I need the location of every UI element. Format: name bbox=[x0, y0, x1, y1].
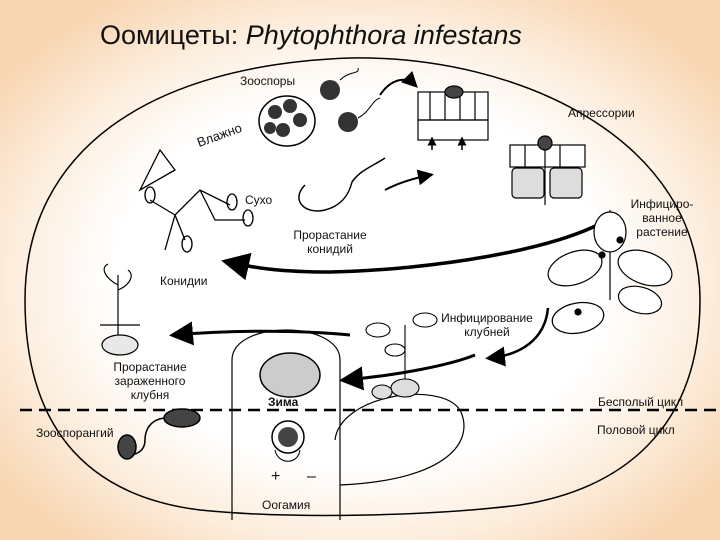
label-appressoria: Апрессории bbox=[568, 106, 635, 120]
label-oogamy: Оогамия bbox=[262, 498, 311, 512]
label-infected-tuber-germination: Прорастание зараженного клубня bbox=[113, 360, 187, 402]
germinating-conidium bbox=[298, 157, 386, 212]
arrow-leaf-to-tuber bbox=[485, 307, 550, 367]
title-species: Phytophthora infestans bbox=[245, 20, 522, 50]
winter-tuber bbox=[259, 352, 321, 398]
sexual-return-curve bbox=[334, 393, 465, 486]
sporangiophore bbox=[138, 148, 254, 253]
zoosporangium-drawing bbox=[117, 408, 201, 460]
appressorium-top bbox=[417, 85, 489, 141]
zoospore-cells bbox=[320, 67, 381, 132]
infected-seedling bbox=[100, 263, 140, 356]
arrow-to-sprouting bbox=[169, 321, 351, 346]
winter-tunnel bbox=[231, 329, 341, 520]
arrow-to-appressoria bbox=[379, 70, 418, 96]
label-germination-conidia: Прорастание конидий bbox=[293, 228, 367, 256]
label-asexual-cycle: Бесполый цикл bbox=[598, 395, 684, 409]
arrow-to-tuber bbox=[339, 353, 476, 391]
outer-cycle-ring bbox=[24, 57, 701, 517]
label-zoosporangium: Зооспорангий bbox=[36, 426, 114, 440]
tuber-plant bbox=[365, 312, 438, 400]
title-plain: Оомицеты: bbox=[100, 20, 246, 50]
label-conidia: Конидии bbox=[160, 274, 208, 288]
arrow-dry bbox=[384, 169, 434, 191]
label-minus: – bbox=[307, 468, 316, 485]
infected-plant bbox=[547, 210, 673, 335]
page-title: Оомицеты: Phytophthora infestans bbox=[100, 20, 680, 51]
label-dry: Сухо bbox=[245, 193, 273, 207]
sporangium-cluster bbox=[258, 95, 316, 147]
label-winter: Зима bbox=[268, 395, 299, 409]
label-tuber-infection: Инфицирование клубней bbox=[441, 311, 533, 339]
label-zoospores: Зооспоры bbox=[240, 74, 296, 88]
label-sexual-cycle: Половой цикл bbox=[597, 423, 675, 437]
arrow-to-conidia bbox=[221, 216, 611, 281]
label-plus: + bbox=[271, 468, 281, 485]
label-infected-plant: Инфициро- ванное растение bbox=[630, 197, 694, 239]
appressorium-bottom bbox=[509, 135, 586, 205]
oogonium bbox=[271, 420, 305, 462]
